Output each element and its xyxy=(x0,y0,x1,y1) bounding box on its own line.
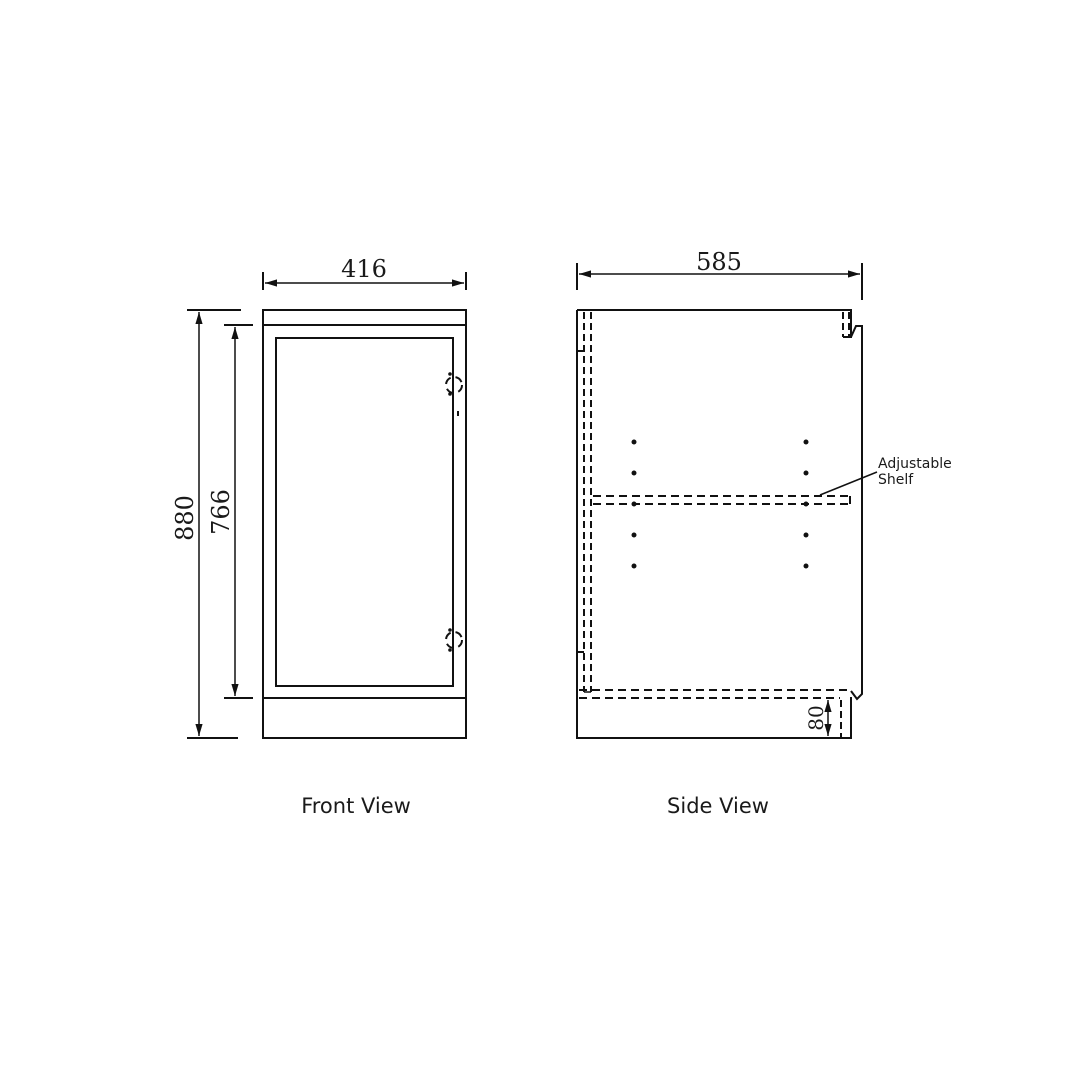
adjustable-shelf-callout: Adjustable Shelf xyxy=(819,456,952,496)
side-carcass-outline xyxy=(576,309,852,739)
front-view: 416 880 766 xyxy=(171,255,467,818)
front-total-height-dimension: 880 xyxy=(171,309,241,739)
side-depth-label: 585 xyxy=(696,248,742,276)
front-view-label: Front View xyxy=(301,794,411,818)
side-view: 585 xyxy=(576,248,952,818)
front-width-dimension: 416 xyxy=(262,255,467,290)
front-width-label: 416 xyxy=(341,255,387,283)
door-side-profile xyxy=(850,325,863,701)
side-depth-dimension: 585 xyxy=(576,248,863,300)
hinge-bottom-icon xyxy=(445,628,463,652)
plinth-height-dimension: 80 xyxy=(804,700,832,736)
hinge-top-icon xyxy=(445,372,463,416)
door-panel xyxy=(275,337,454,687)
shelf-pin-holes xyxy=(631,439,809,569)
callout-line-2: Shelf xyxy=(878,472,914,488)
front-total-height-label: 880 xyxy=(171,495,199,541)
side-view-label: Side View xyxy=(667,794,769,818)
front-door-height-dimension: 766 xyxy=(207,324,253,699)
adjustable-shelf xyxy=(593,495,851,505)
plinth-height-label: 80 xyxy=(804,705,828,730)
callout-line-1: Adjustable xyxy=(878,456,952,472)
front-door-height-label: 766 xyxy=(207,489,235,535)
front-cabinet-outline xyxy=(262,309,467,739)
